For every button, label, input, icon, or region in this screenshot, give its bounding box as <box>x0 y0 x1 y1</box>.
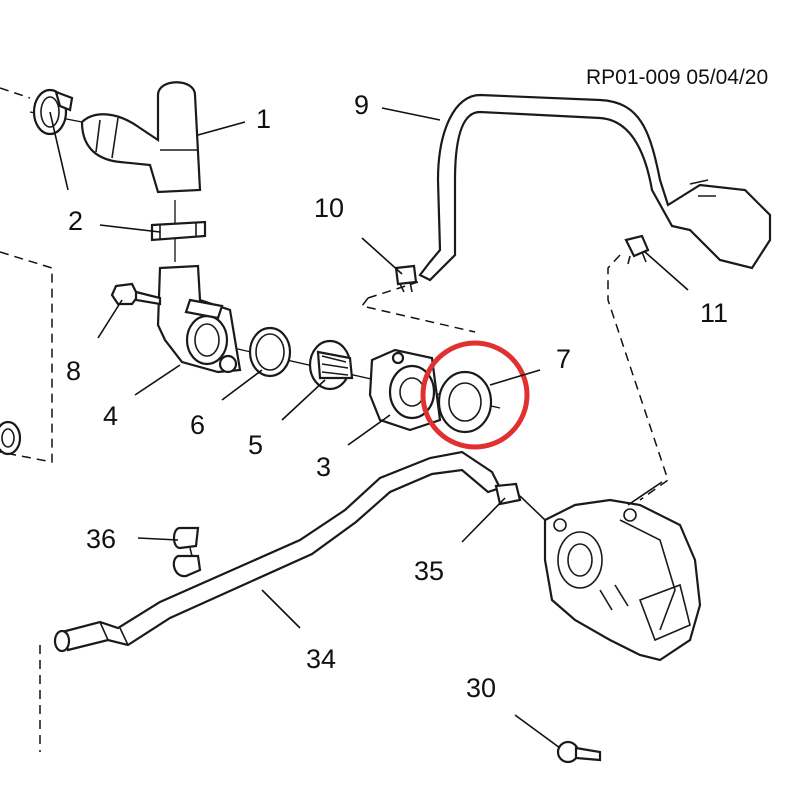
hose-part-1 <box>80 81 202 194</box>
clip-part-35 <box>494 482 546 521</box>
callout-6: 6 <box>190 410 206 440</box>
callout-3: 3 <box>316 452 332 482</box>
callout-35: 35 <box>414 556 445 586</box>
callout-8: 8 <box>66 356 82 386</box>
throttle-body <box>543 498 702 662</box>
bolt-part-30 <box>556 740 602 764</box>
callout-7: 7 <box>556 344 572 374</box>
leader-lines <box>49 107 689 749</box>
clip-part-11 <box>624 234 650 265</box>
callout-34: 34 <box>306 644 337 674</box>
clip-part-2 <box>150 220 207 242</box>
screw-edge <box>0 420 22 456</box>
callout-11: 11 <box>700 298 729 328</box>
document-reference: RP01-009 05/04/20 <box>586 66 769 89</box>
dashed-boundaries <box>0 87 669 752</box>
callout-2: 2 <box>68 206 84 236</box>
callout-36: 36 <box>86 524 117 554</box>
thermostat-cover-part-3 <box>368 348 442 432</box>
hose-part-34 <box>53 450 502 653</box>
callout-4: 4 <box>103 401 119 431</box>
callout-5: 5 <box>248 430 264 460</box>
bolt-part-8 <box>110 282 162 306</box>
hose-clamp <box>32 88 74 136</box>
clip-part-10 <box>394 264 418 293</box>
callout-30: 30 <box>466 673 497 703</box>
thermostat-part-5 <box>308 339 354 391</box>
clip-part-36 <box>172 526 202 578</box>
thermostat-housing-part-4 <box>156 264 242 374</box>
callout-1: 1 <box>256 104 272 134</box>
o-ring-part-6 <box>248 326 292 378</box>
callout-10: 10 <box>314 193 345 223</box>
pipe-part-9 <box>418 93 772 282</box>
highlight-circle <box>420 340 530 450</box>
seal-ring-part-7 <box>437 370 493 434</box>
callout-9: 9 <box>354 90 370 120</box>
